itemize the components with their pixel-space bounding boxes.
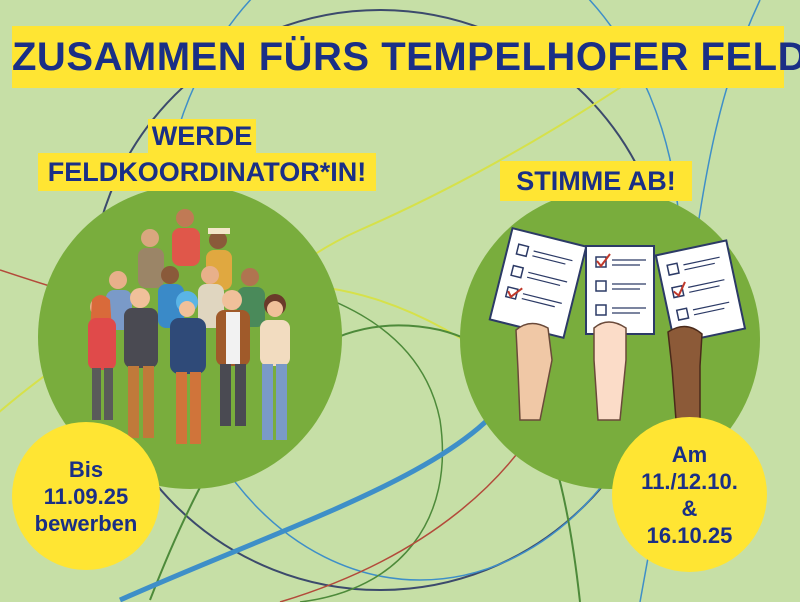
left-heading-line2: FELDKOORDINATOR*IN!	[38, 153, 376, 191]
badge-line: bewerben	[34, 510, 138, 536]
badge-line: Am	[671, 441, 708, 467]
poster-title: ZUSAMMEN FÜRS TEMPELHOFER FELD!	[12, 26, 800, 88]
badge-line: Bis	[68, 456, 104, 482]
badge-line: &	[681, 495, 698, 521]
left-heading-line1: WERDE	[148, 119, 256, 153]
badge-line: 11./12.10.	[641, 468, 738, 494]
application-deadline-badge: Bis 11.09.25 bewerben	[12, 422, 160, 570]
badge-line: 16.10.25	[646, 522, 733, 548]
badge-line: 11.09.25	[43, 483, 129, 509]
voting-dates-badge: Am 11./12.10. & 16.10.25	[612, 417, 767, 572]
right-heading: STIMME AB!	[500, 161, 692, 201]
